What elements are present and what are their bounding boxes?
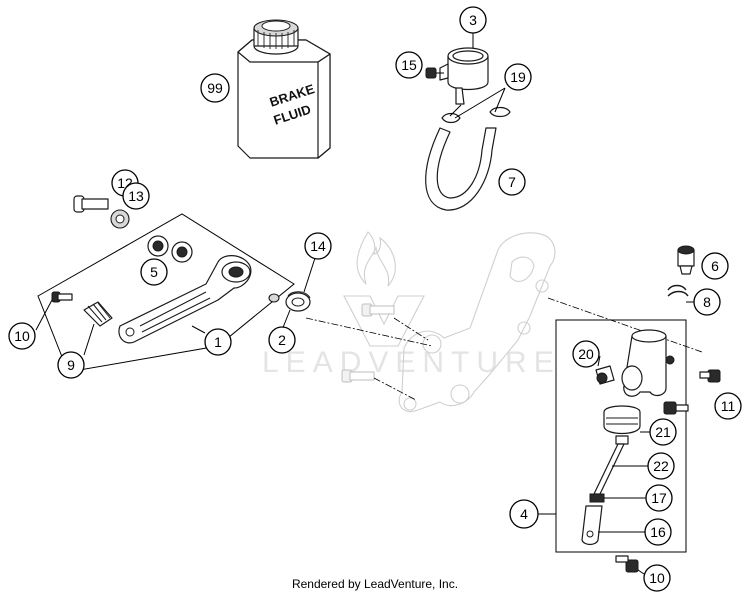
callout-17: 17 xyxy=(645,484,673,512)
svg-text:15: 15 xyxy=(401,57,417,73)
callout-20: 20 xyxy=(572,340,600,368)
callout-2: 2 xyxy=(268,326,296,354)
callout-21: 21 xyxy=(649,418,677,446)
bolt-and-washer xyxy=(73,195,130,229)
callout-16: 16 xyxy=(644,518,672,546)
callout-22: 22 xyxy=(647,452,675,480)
svg-text:13: 13 xyxy=(128,188,144,204)
svg-text:10: 10 xyxy=(14,328,30,344)
callout-3: 3 xyxy=(459,6,487,34)
watermark-text: LEADVENTURE xyxy=(262,346,561,379)
svg-text:8: 8 xyxy=(703,294,711,310)
spring-and-washer xyxy=(268,291,311,312)
svg-text:22: 22 xyxy=(653,458,669,474)
reservoir-assembly xyxy=(425,47,511,211)
svg-text:11: 11 xyxy=(721,398,736,414)
watermark: LEADVENTURE xyxy=(262,231,561,379)
svg-text:10: 10 xyxy=(649,570,665,586)
callout-10-left: 10 xyxy=(8,322,36,350)
svg-text:7: 7 xyxy=(508,174,516,190)
callout-19: 19 xyxy=(504,63,532,91)
brake-fluid-bottle: BRAKE FLUID xyxy=(237,19,331,159)
svg-text:99: 99 xyxy=(207,80,223,96)
callout-leaders xyxy=(35,33,694,515)
callout-9: 9 xyxy=(57,351,85,379)
callout-10-right: 10 xyxy=(643,564,671,592)
svg-text:21: 21 xyxy=(655,424,671,440)
callout-7: 7 xyxy=(498,168,526,196)
callout-13: 13 xyxy=(122,182,150,210)
callout-14: 14 xyxy=(304,232,332,260)
callout-4: 4 xyxy=(509,499,539,529)
callout-11: 11 xyxy=(714,392,742,420)
callout-99: 99 xyxy=(200,73,230,103)
svg-text:4: 4 xyxy=(520,506,528,522)
callout-5: 5 xyxy=(140,258,168,286)
cap-and-clip xyxy=(667,245,695,297)
svg-text:16: 16 xyxy=(650,524,666,540)
svg-text:17: 17 xyxy=(651,490,667,506)
callout-1: 1 xyxy=(204,328,232,356)
right-bolts xyxy=(615,369,721,573)
svg-text:3: 3 xyxy=(469,12,477,28)
svg-text:9: 9 xyxy=(67,357,75,373)
footrest-bracket xyxy=(341,232,556,412)
svg-text:5: 5 xyxy=(150,264,158,280)
svg-text:1: 1 xyxy=(214,334,222,350)
callout-15: 15 xyxy=(395,51,423,79)
alignment-lines xyxy=(305,297,703,401)
master-cylinder-group xyxy=(555,319,687,553)
callout-6: 6 xyxy=(701,252,729,280)
brake-pedal-group xyxy=(37,213,295,373)
svg-text:20: 20 xyxy=(578,346,594,362)
callout-8: 8 xyxy=(693,288,721,316)
svg-text:6: 6 xyxy=(711,258,719,274)
svg-text:14: 14 xyxy=(310,238,326,254)
callouts: 99 3 15 19 7 1 2 13 5 xyxy=(8,6,742,592)
svg-text:2: 2 xyxy=(278,332,286,348)
footer-credit: Rendered by LeadVenture, Inc. xyxy=(291,577,459,591)
svg-text:19: 19 xyxy=(510,69,526,85)
